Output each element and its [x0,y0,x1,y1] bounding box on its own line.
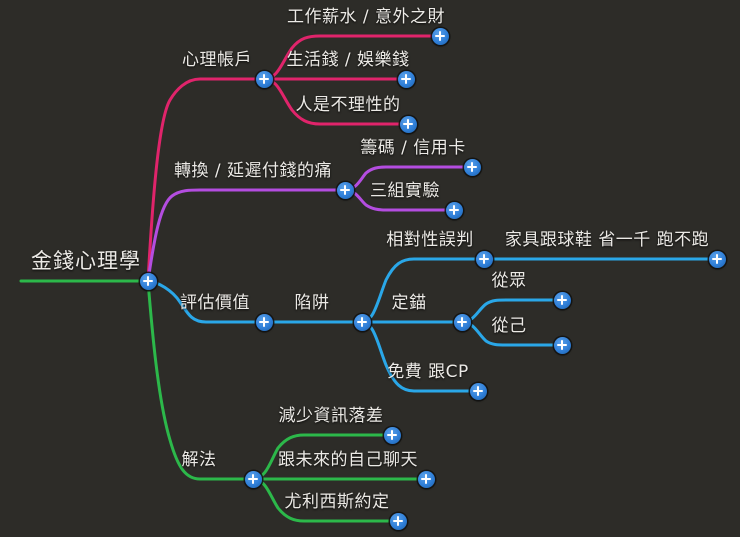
node-label-free-and-cp: 免費 跟CP [387,362,469,382]
node-label-chips-credit-card: 籌碼 / 信用卡 [360,138,466,158]
expand-node-evaluate-value[interactable] [255,313,273,331]
node-label-follow-self: 從己 [491,316,527,336]
expand-node-living-money-fun-money[interactable] [397,70,415,88]
node-label-evaluate-value: 評估價值 [180,293,250,313]
expand-node-talk-with-future-self[interactable] [417,470,435,488]
expand-node-transfer-delay-pain[interactable] [336,181,354,199]
wire-psychological-accounting-child-2 [262,77,410,126]
expand-node-three-group-experiment[interactable] [445,201,463,219]
node-label-furniture-sneakers-example: 家具跟球鞋 省一千 跑不跑 [504,230,710,250]
node-label-ulysses-contract: 尤利西斯約定 [284,492,390,512]
expand-node-root[interactable] [139,272,157,290]
node-label-reduce-information-gap: 減少資訊落差 [278,406,384,426]
node-label-transfer-delay-pain: 轉換 / 延遲付錢的痛 [173,161,333,181]
wire-root-to-transfer-delay-pain [146,188,347,283]
node-label-solutions: 解法 [181,450,217,470]
node-label-talk-with-future-self: 跟未來的自己聊天 [278,450,418,470]
node-label-living-money-fun-money: 生活錢 / 娛樂錢 [286,50,410,70]
wire-root-to-evaluate-value [146,279,266,324]
expand-node-anchoring[interactable] [453,313,471,331]
expand-node-chips-credit-card[interactable] [463,158,481,176]
expand-node-psychological-accounting[interactable] [255,70,273,88]
node-label-three-group-experiment: 三組實驗 [370,181,440,201]
wire-trap-child-free-cp [360,320,480,393]
node-label-anchoring: 定錨 [391,293,427,313]
node-label-work-salary-windfall: 工作薪水 / 意外之財 [286,7,446,27]
node-label-root: 金錢心理學 [31,249,141,273]
expand-node-trap[interactable] [353,313,371,331]
wire-solutions-child-0 [251,433,394,481]
expand-node-free-and-cp[interactable] [469,382,487,400]
node-label-relative-misjudgment: 相對性誤判 [386,230,474,250]
expand-node-furniture-sneakers-example[interactable] [708,250,726,268]
expand-node-work-salary-windfall[interactable] [431,27,449,45]
node-label-people-are-irrational: 人是不理性的 [295,95,401,115]
node-label-trap: 陷阱 [294,293,330,313]
expand-node-people-are-irrational[interactable] [399,115,417,133]
wire-solutions-child-2 [251,477,400,523]
wire-anchoring-child-0 [460,298,564,324]
expand-node-solutions[interactable] [244,470,262,488]
expand-node-relative-misjudgment[interactable] [475,250,493,268]
expand-node-follow-crowd[interactable] [553,291,571,309]
expand-node-ulysses-contract[interactable] [389,512,407,530]
node-label-follow-crowd: 從眾 [491,271,527,291]
expand-node-follow-self[interactable] [553,336,571,354]
expand-node-reduce-information-gap[interactable] [383,426,401,444]
wire-trap-child-relative-misjudgment [360,257,486,324]
wire-root-to-solutions [146,279,255,481]
wire-root-to-psychological-accounting [146,77,266,283]
wire-anchoring-child-1 [460,320,564,347]
wire-psychological-accounting-child-0 [262,34,442,81]
node-label-psychological-accounting: 心理帳戶 [182,50,252,70]
